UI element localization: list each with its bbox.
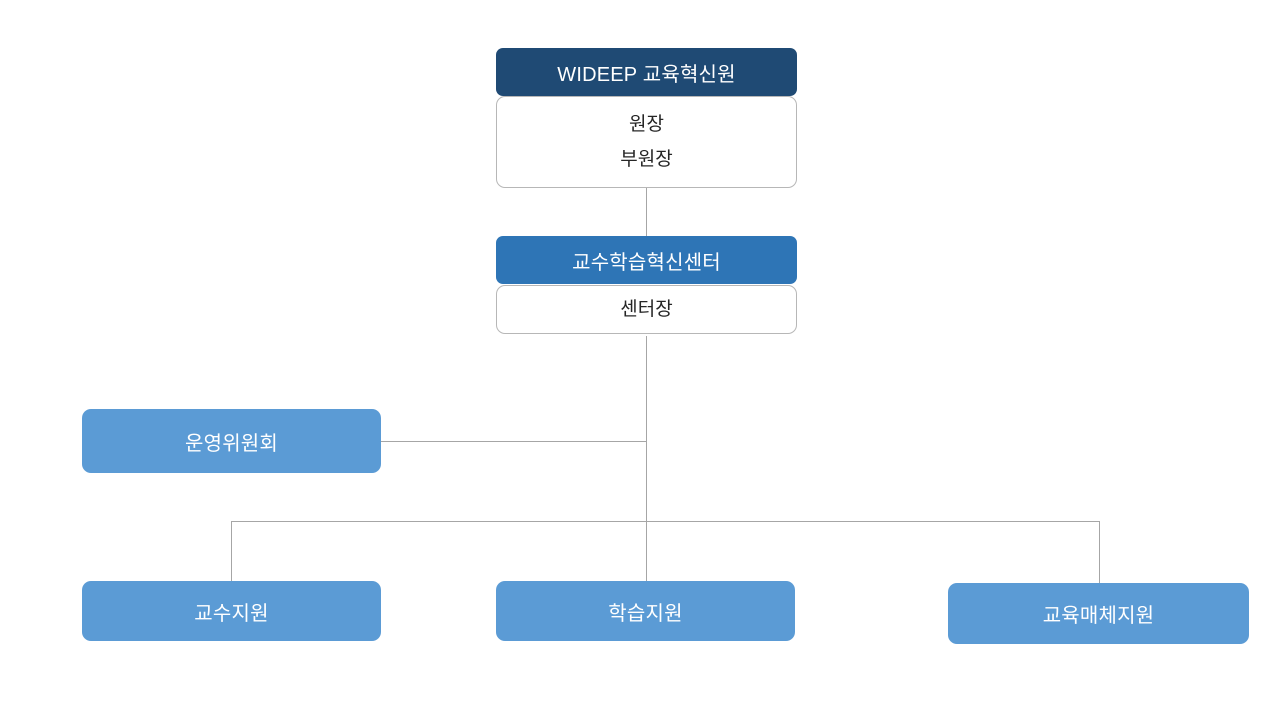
node-steering-committee[interactable]: 운영위원회	[82, 409, 381, 473]
node-institute-title: WIDEEP 교육혁신원	[496, 48, 797, 96]
node-center-title: 교수학습혁신센터	[496, 236, 797, 284]
node-media-support[interactable]: 교육매체지원	[948, 583, 1249, 644]
node-institute-roles: 원장 부원장	[496, 96, 797, 188]
node-center-role-center-head: 센터장	[620, 299, 673, 320]
connector-steering-committee-to-trunk	[381, 441, 647, 442]
node-learning-support[interactable]: 학습지원	[496, 581, 795, 641]
node-center[interactable]: 교수학습혁신센터 센터장	[496, 236, 797, 334]
connector-branch-to-teaching-support	[231, 521, 232, 582]
connector-center-trunk	[646, 336, 647, 582]
node-center-roles: 센터장	[496, 285, 797, 334]
connector-branch-bar	[231, 521, 1100, 522]
connector-institute-to-center	[646, 188, 647, 237]
node-institute-role-director: 원장	[629, 114, 664, 135]
connector-branch-to-media-support	[1099, 521, 1100, 584]
node-institute-role-deputy-director: 부원장	[620, 149, 673, 170]
node-teaching-support[interactable]: 교수지원	[82, 581, 381, 641]
node-institute[interactable]: WIDEEP 교육혁신원 원장 부원장	[496, 48, 797, 188]
